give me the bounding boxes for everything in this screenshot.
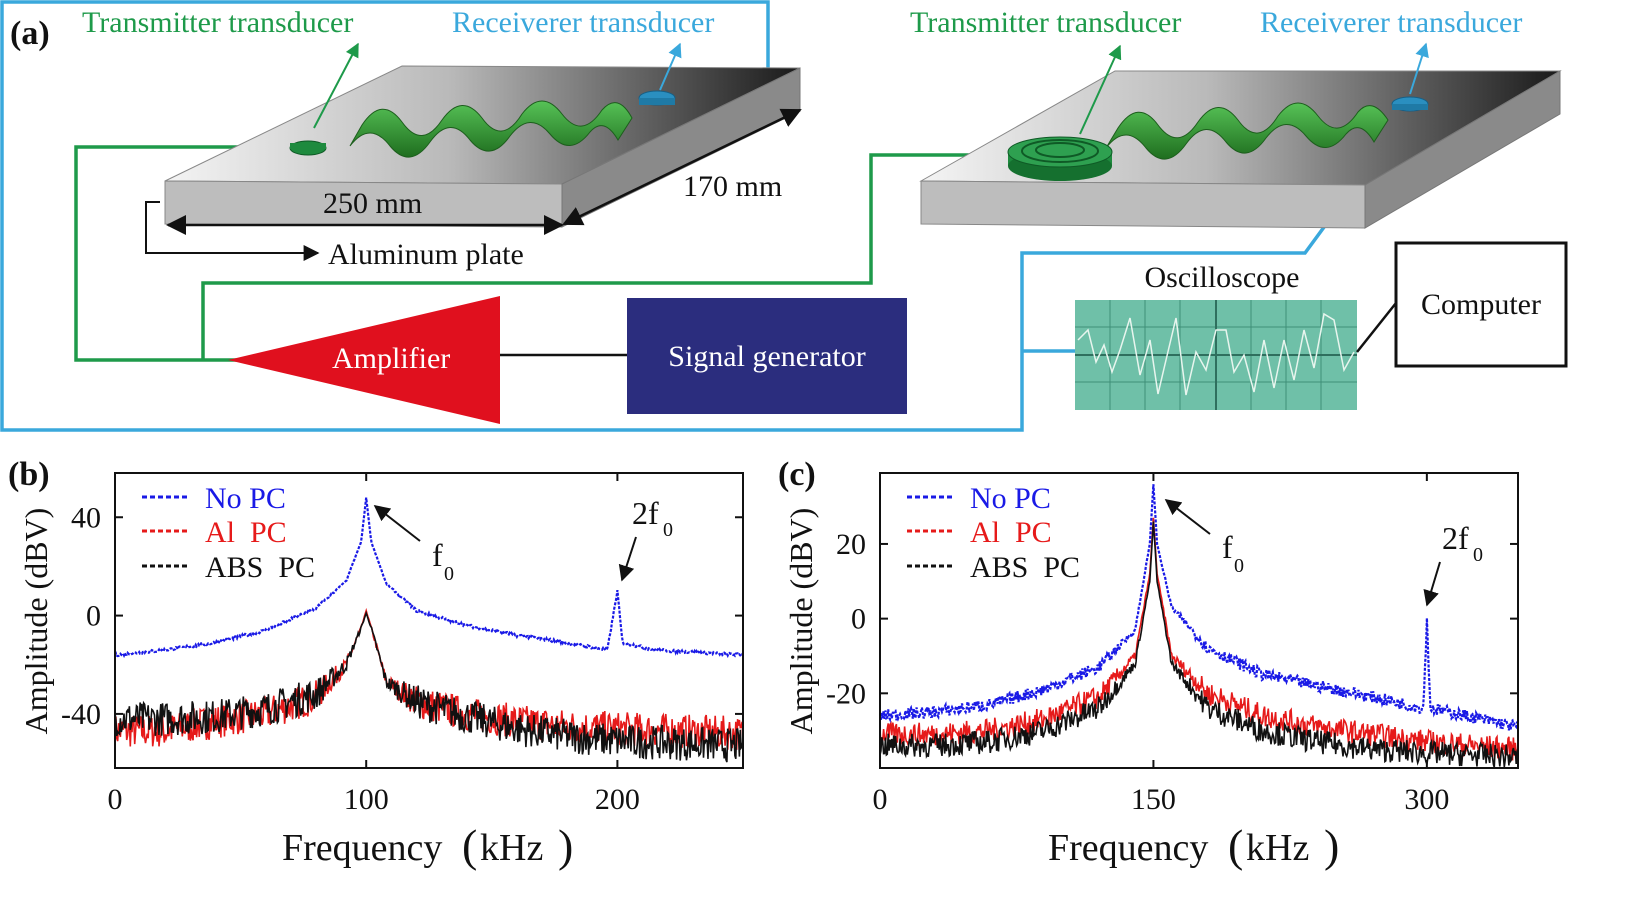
transmitter-disc-left-side [290, 143, 326, 149]
panel-b-chart: (b) Amplitude (dBV) Frequency ( kHz ) No… [8, 456, 744, 871]
legend-text-abs-b: ABS PC [205, 551, 315, 584]
x-paren-close-c: ) [1324, 820, 1339, 871]
annotation-f0-c: f 0 [1164, 499, 1244, 577]
plot-area-c [878, 484, 1520, 768]
x-paren-close-b: ) [558, 820, 573, 871]
panel-a-label: (a) [10, 15, 50, 52]
series-line-c-no-pc [878, 484, 1520, 731]
annotation-2f0-c: 2f 0 [1423, 520, 1483, 607]
f0-arrow-c [1164, 499, 1211, 535]
plate-label: Aluminum plate [328, 238, 524, 271]
x-tick-label-b: 200 [595, 783, 640, 816]
series-line-b-abs-pc [114, 610, 744, 763]
oscilloscope-computer-wire [1356, 302, 1397, 353]
y-axis-label-c: Amplitude (dBV) [783, 508, 819, 735]
receiver-label-left: Receiverer transducer [452, 6, 714, 39]
y-tick-label-b: 40 [71, 501, 101, 534]
depth-dimension [562, 108, 802, 226]
depth-dimension-label: 170 mm [683, 170, 782, 203]
receiver-label-right: Receiverer transducer [1260, 6, 1522, 39]
x-axis-label-c: Frequency [1048, 827, 1208, 869]
2f0-subscript-c: 0 [1473, 544, 1483, 566]
receiver-disc-right-side [1392, 104, 1428, 110]
panel-c-label: (c) [778, 456, 816, 493]
series-line-b-no-pc [113, 497, 744, 659]
axes-frame-b [114, 472, 744, 769]
y-tick-label-b: -40 [61, 698, 101, 731]
amplifier-triangle [228, 296, 500, 424]
transmitter-pointer-left [313, 42, 359, 129]
computer-label: Computer [1421, 288, 1541, 321]
plate-pointer [145, 201, 320, 261]
x-axis-label-b: Frequency [282, 827, 442, 869]
series-line-c-al-pc [879, 517, 1519, 761]
oscilloscope-screen [1075, 300, 1357, 410]
y-axis-label-b: Amplitude (dBV) [18, 508, 54, 735]
x-tick-label-c: 300 [1404, 783, 1449, 816]
receiver-pointer-right [1409, 42, 1429, 95]
phononic-crystal-right [1105, 102, 1389, 160]
y-tick-label-b: 0 [86, 600, 101, 633]
f0-arrow-b [373, 505, 421, 542]
panel-b-label: (b) [8, 456, 50, 493]
receiver-pointer-left [659, 42, 682, 91]
transmitter-wire-right [201, 153, 1010, 360]
ring-transducer-right [1007, 136, 1113, 181]
transmitter-label-right: Transmitter transducer [910, 6, 1181, 39]
x-axis-title-c: Frequency ( kHz ) [1048, 820, 1339, 871]
transmitter-wire-left [74, 145, 290, 362]
computer-box [1394, 241, 1568, 368]
legend-text-nopc-c: No PC [970, 482, 1051, 515]
receiver-disc-left-side [639, 98, 675, 105]
series-line-c-abs-pc [879, 521, 1519, 768]
f0-text-c: f [1222, 529, 1233, 565]
legend-text-al-b: Al PC [205, 516, 287, 549]
legend-text-nopc-b: No PC [205, 482, 286, 515]
axes-frame-c [879, 472, 1519, 769]
x-tick-label-b: 0 [108, 783, 123, 816]
y-tick-label-c: 20 [836, 528, 866, 561]
width-dimension-label: 250 mm [323, 187, 422, 220]
signal-generator-label: Signal generator [668, 340, 865, 373]
oscilloscope-label: Oscilloscope [1145, 261, 1300, 294]
f0-subscript-b: 0 [444, 563, 454, 585]
x-axis-unit-b: kHz [480, 827, 543, 869]
y-tick-label-c: -20 [826, 677, 866, 710]
transmitter-pointer-right [1079, 44, 1122, 135]
legend-c: No PC Al PC ABS PC [907, 482, 1080, 584]
f0-text-b: f [432, 537, 443, 573]
2f0-subscript-b: 0 [663, 519, 673, 541]
legend-b: No PC Al PC ABS PC [142, 482, 315, 584]
x-axis-title-b: Frequency ( kHz ) [282, 820, 573, 871]
series-line-b-al-pc [114, 607, 744, 750]
x-tick-label-c: 150 [1131, 783, 1176, 816]
plot-area-b [113, 497, 744, 763]
signal-generator-box [627, 298, 907, 414]
x-paren-open-b: ( [462, 820, 477, 871]
annotation-f0-b: f 0 [373, 505, 454, 585]
legend-text-al-c: Al PC [970, 516, 1052, 549]
amplifier-label: Amplifier [332, 342, 450, 375]
2f0-text-c: 2f [1442, 520, 1469, 556]
y-tick-label-c: 0 [851, 603, 866, 636]
annotation-2f0-b: 2f 0 [618, 495, 673, 582]
panel-c-chart: (c) Amplitude (dBV) Frequency ( kHz ) No… [778, 456, 1520, 871]
transmitter-label-left: Transmitter transducer [82, 6, 353, 39]
2f0-arrow-b [618, 536, 637, 582]
x-tick-label-c: 0 [873, 783, 888, 816]
2f0-text-b: 2f [632, 495, 659, 531]
x-axis-unit-c: kHz [1246, 827, 1309, 869]
2f0-arrow-c [1423, 561, 1441, 607]
f0-subscript-c: 0 [1234, 555, 1244, 577]
legend-text-abs-c: ABS PC [970, 551, 1080, 584]
panel-a: (a) Transmitter transducer Receiverer tr… [0, 0, 1568, 432]
x-paren-open-c: ( [1228, 820, 1243, 871]
x-tick-label-b: 100 [344, 783, 389, 816]
